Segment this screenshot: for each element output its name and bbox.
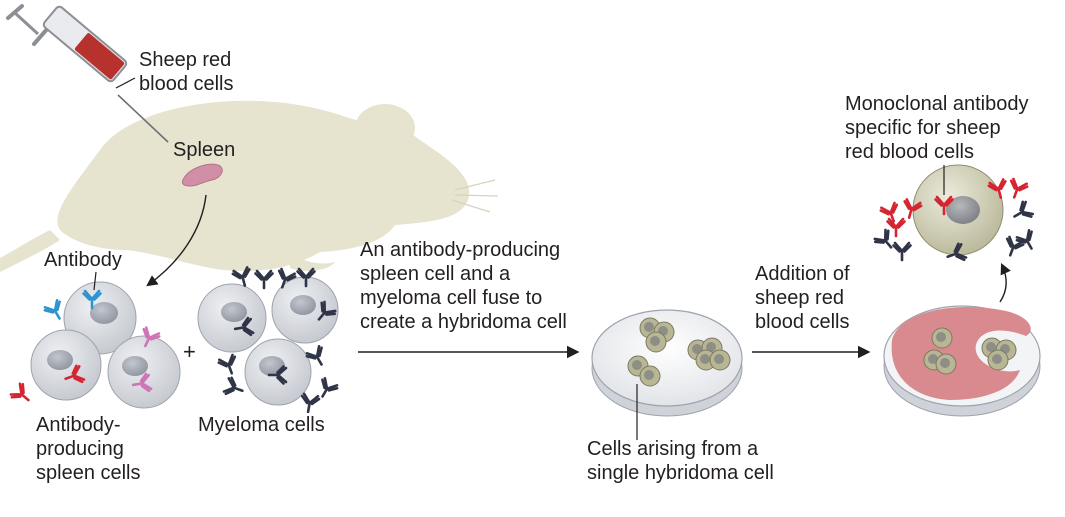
petri-dish-icon xyxy=(883,305,1041,417)
syringe-icon xyxy=(6,4,169,143)
myeloma-cells xyxy=(197,276,339,406)
label-cells-arising: Cells arising from a single hybridoma ce… xyxy=(587,438,774,484)
hybridoma-cell xyxy=(912,164,1004,256)
label-antibody-producing-spleen-cells: Antibody- producing spleen cells xyxy=(36,414,141,484)
syringe-leader xyxy=(115,77,136,89)
arrow-icon xyxy=(146,194,207,287)
label-myeloma-cells: Myeloma cells xyxy=(198,414,325,436)
spleen-cells xyxy=(30,281,181,409)
label-sheep-red-blood-cells: Sheep red blood cells xyxy=(139,49,234,95)
label-addition-step: Addition of sheep red blood cells xyxy=(755,263,850,333)
mouse-whiskers xyxy=(451,179,499,213)
antibody-leader xyxy=(93,271,97,291)
label-monoclonal-antibody: Monoclonal antibody specific for sheep r… xyxy=(845,93,1029,163)
mouse-silhouette-icon xyxy=(0,100,470,272)
arrow-icon xyxy=(999,262,1011,303)
label-fusion-step: An antibody-producing spleen cell and a … xyxy=(360,239,567,333)
spleen-icon xyxy=(181,163,223,187)
label-spleen: Spleen xyxy=(173,139,236,161)
label-antibody: Antibody xyxy=(44,249,122,271)
petri-dish-icon xyxy=(591,309,743,417)
label-plus: + xyxy=(183,339,196,364)
